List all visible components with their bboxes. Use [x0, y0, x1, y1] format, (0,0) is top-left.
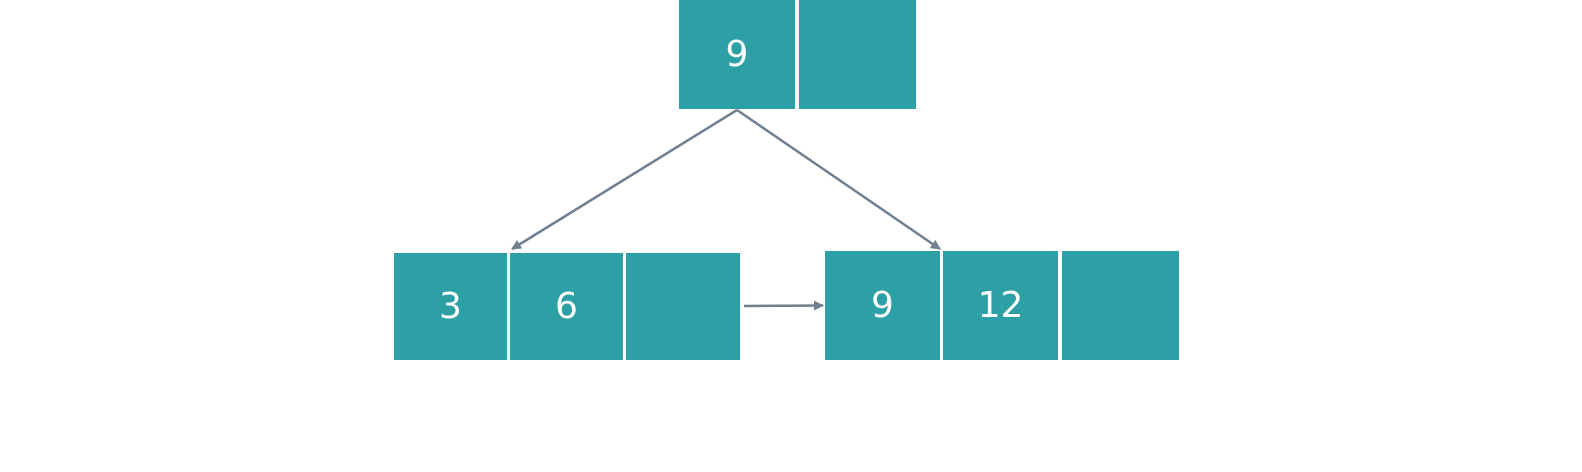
- edge-root-to-left-leaf: [511, 108, 738, 251]
- left-leaf-key-cell: 6: [510, 253, 623, 360]
- root-key-cell: 9: [679, 0, 795, 109]
- right-leaf-empty-cell: [1062, 251, 1179, 360]
- right-leaf-key-cell: 12: [943, 251, 1058, 360]
- right-leaf-key-cell: 9: [825, 251, 940, 360]
- left-leaf-key-cell: 3: [394, 253, 507, 360]
- edge-leaf-link: [743, 300, 824, 311]
- root-empty-cell: [799, 0, 916, 109]
- edge-root-to-right-leaf: [736, 108, 941, 251]
- left-leaf-empty-cell: [626, 253, 740, 360]
